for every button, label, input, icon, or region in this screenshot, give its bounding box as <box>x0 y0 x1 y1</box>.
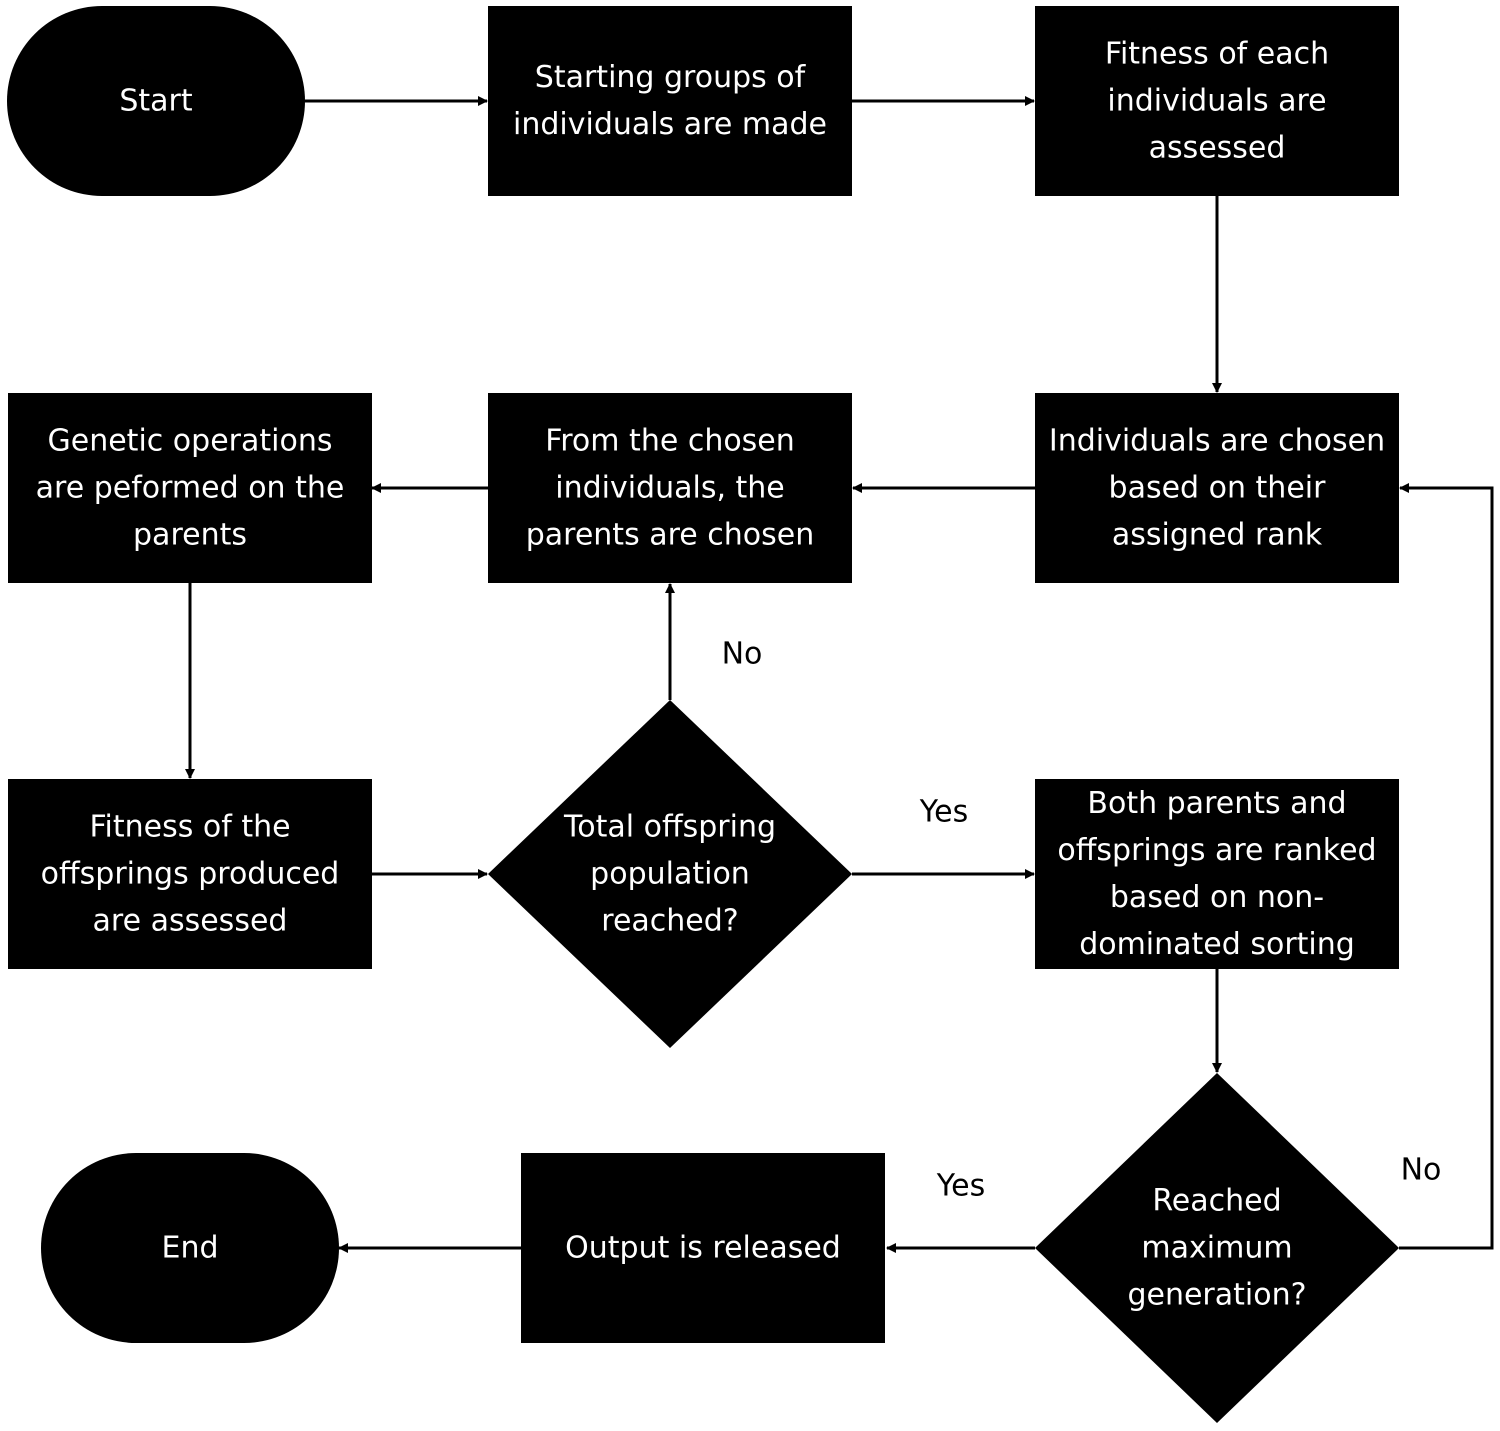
process-box <box>8 393 372 583</box>
node-text-line: population <box>590 857 750 892</box>
node-text-line: assigned rank <box>1112 518 1323 553</box>
node-text-line: individuals are <box>1107 84 1326 119</box>
terminal-shape <box>7 6 305 196</box>
edge-label-yes-generation-decision: Yes <box>936 1169 985 1204</box>
node-output: Output is released <box>521 1153 885 1343</box>
node-assess-offspring: Fitness of the offsprings produced are ass… <box>8 779 372 969</box>
node-text-line: From the chosen <box>545 424 795 459</box>
process-box <box>488 393 852 583</box>
node-offspring-decision: Total offspring population reached? <box>488 700 852 1048</box>
node-start: Start <box>7 6 305 196</box>
node-text-line: individuals, the <box>555 471 785 506</box>
node-text-line: End <box>161 1231 218 1266</box>
node-text-line: Output is released <box>565 1231 841 1266</box>
node-text-line: offsprings are ranked <box>1057 833 1376 868</box>
terminal-shape <box>41 1153 339 1343</box>
node-text-line: Fitness of the <box>89 810 290 845</box>
node-text-line: parents are chosen <box>526 518 815 553</box>
edge-label-no-offspring-decision: No <box>722 637 763 672</box>
node-text-line: based on their <box>1109 471 1327 506</box>
node-text-line: Reached <box>1152 1184 1281 1219</box>
node-generation-decision: Reached maximum generation? <box>1035 1073 1399 1423</box>
process-box <box>521 1153 885 1343</box>
node-text-line: parents <box>133 518 247 553</box>
nodes-layer: Start Starting groups of individuals are m… <box>7 6 1399 1423</box>
node-text-line: maximum <box>1141 1231 1292 1266</box>
edge-label-yes-offspring-decision: Yes <box>919 795 968 830</box>
node-choose-individuals: Individuals are chosen based on their assi… <box>1035 393 1399 583</box>
decision-diamond <box>1035 1073 1399 1423</box>
node-text-line: dominated sorting <box>1079 927 1355 962</box>
node-rank-sorting: Both parents and offsprings are ranked bas… <box>1035 779 1399 969</box>
node-text-line: are assessed <box>93 904 288 939</box>
node-text-line: Fitness of each <box>1105 37 1329 72</box>
node-text-line: based on non- <box>1110 880 1324 915</box>
process-box <box>1035 779 1399 969</box>
node-make-groups: Starting groups of individuals are made <box>488 6 852 196</box>
node-text-line: Individuals are chosen <box>1049 424 1385 459</box>
process-box <box>1035 6 1399 196</box>
process-box <box>1035 393 1399 583</box>
node-text-line: offsprings produced <box>41 857 340 892</box>
arrow-generation-decision-to-choose-individuals <box>1399 483 1494 1250</box>
node-text-line: individuals are made <box>513 107 827 142</box>
node-text-line: generation? <box>1127 1278 1306 1313</box>
node-text-line: assessed <box>1149 131 1286 166</box>
edge-label-no-generation-decision: No <box>1401 1153 1442 1188</box>
node-text-line: Genetic operations <box>48 424 333 459</box>
node-choose-parents: From the chosen individuals, the parents a… <box>488 393 852 583</box>
node-text-line: reached? <box>601 904 738 939</box>
node-genetic-operations: Genetic operations are peformed on the par… <box>8 393 372 583</box>
node-end: End <box>41 1153 339 1343</box>
node-text-line: Both parents and <box>1087 786 1346 821</box>
node-text-line: Total offspring <box>563 810 776 845</box>
decision-diamond <box>488 700 852 1048</box>
edges-layer <box>185 96 1494 1253</box>
node-text-line: Start <box>119 84 193 119</box>
node-assess-fitness: Fitness of each individuals are assessed <box>1035 6 1399 196</box>
process-box <box>488 6 852 196</box>
process-box <box>8 779 372 969</box>
node-text-line: are peformed on the <box>36 471 345 506</box>
node-text-line: Starting groups of <box>535 60 807 95</box>
